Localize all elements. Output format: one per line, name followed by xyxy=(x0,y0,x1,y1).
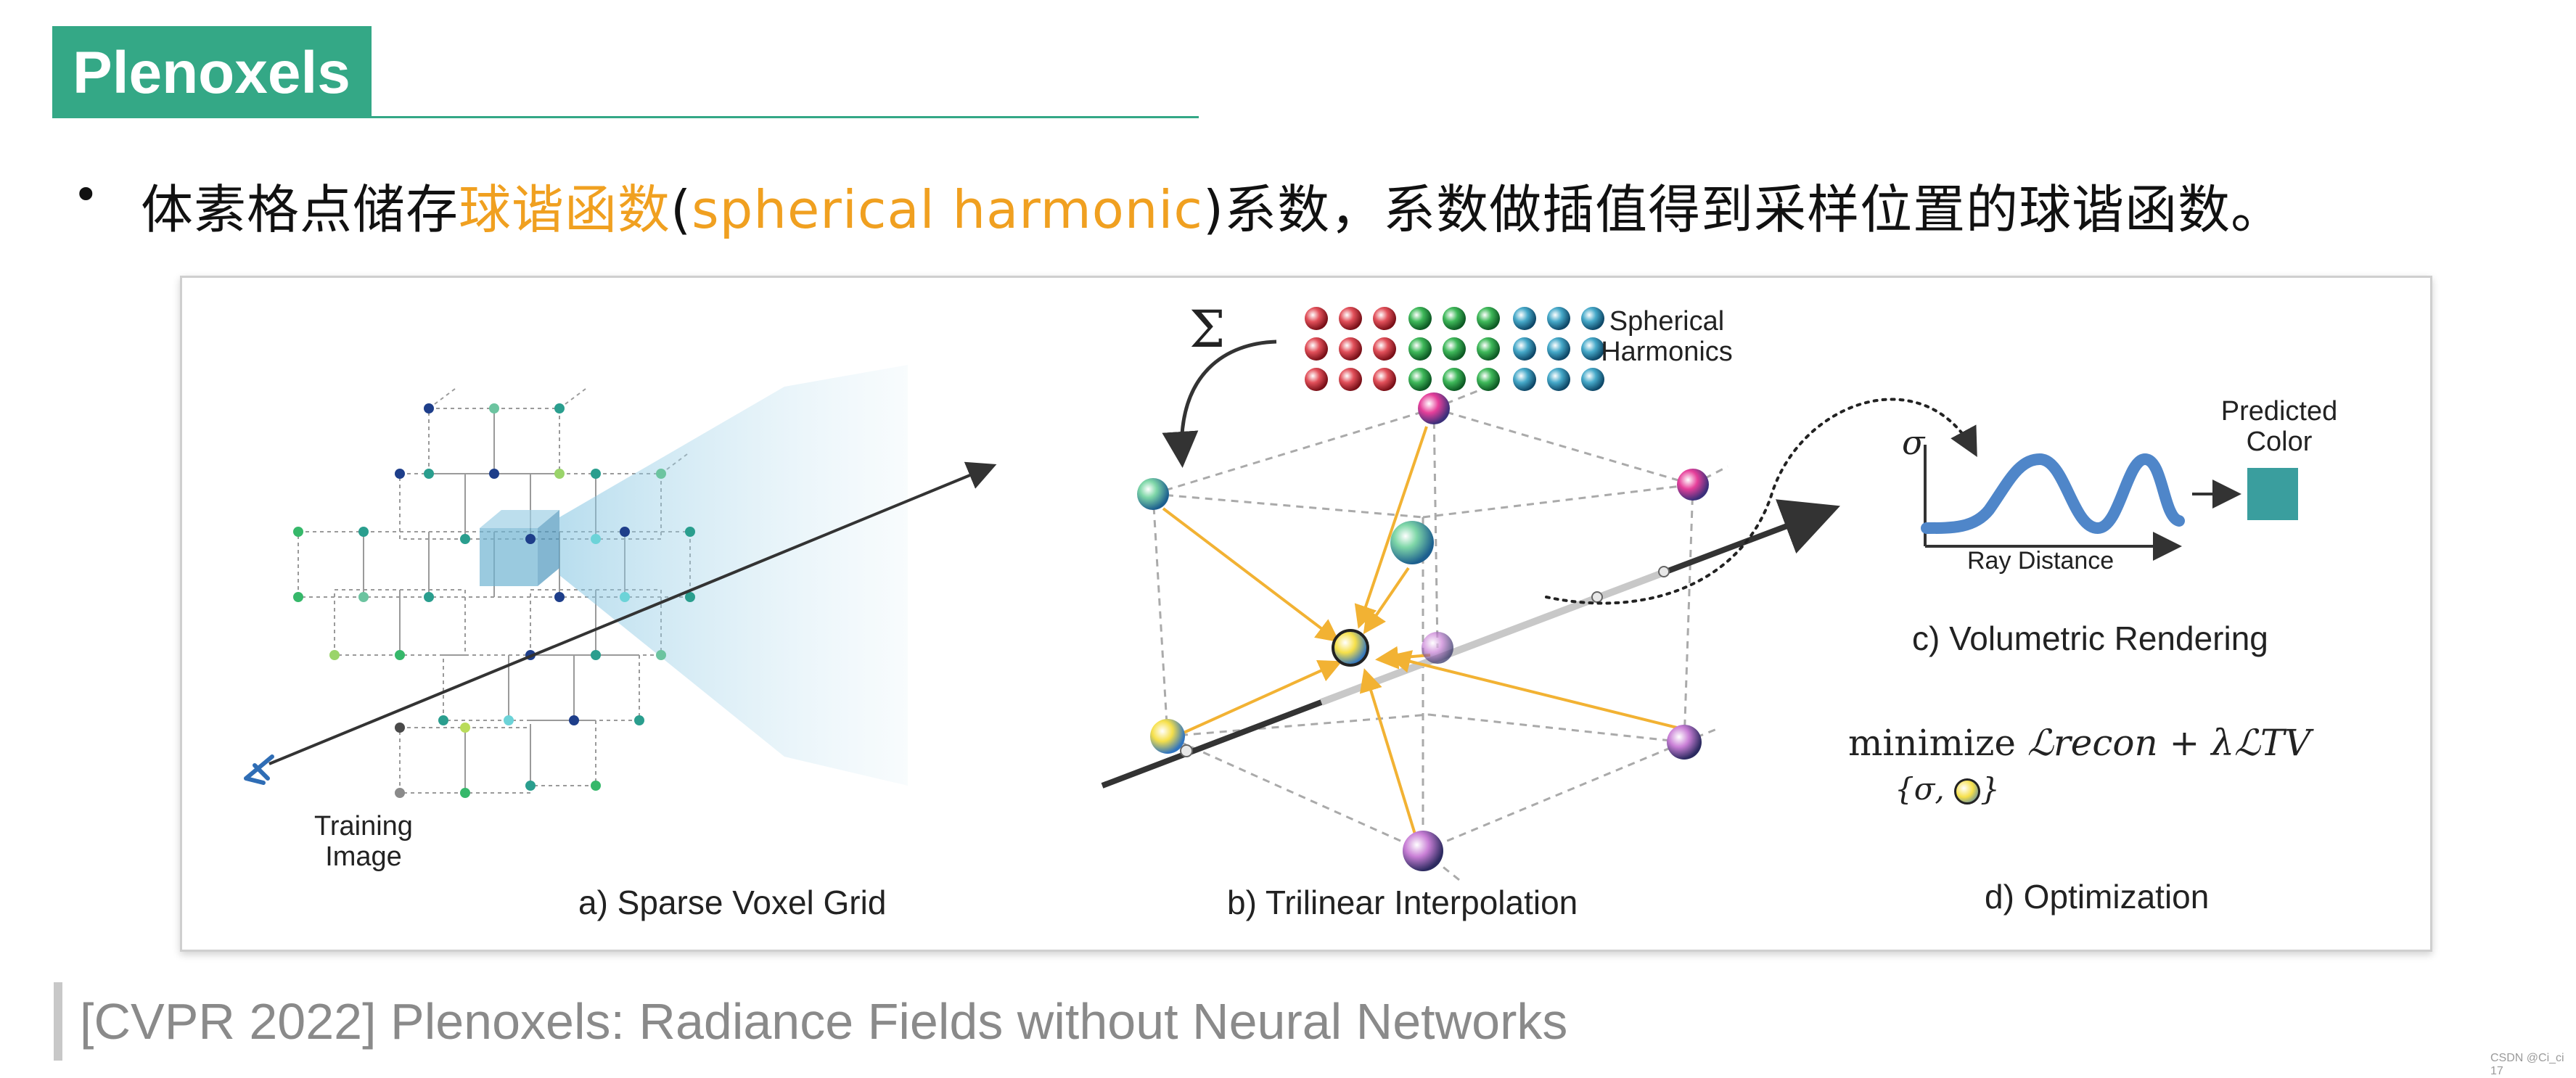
bullet-paren: ( xyxy=(670,179,692,240)
slide-title: Plenoxels xyxy=(73,40,350,106)
title-banner: Plenoxels xyxy=(52,26,372,118)
bullet-pre: 体素格点储存 xyxy=(141,179,459,240)
reference-bar xyxy=(54,982,62,1061)
figure-diagram xyxy=(244,307,2298,881)
sh-spheres xyxy=(1137,392,1709,871)
caption-optimization: d) Optimization xyxy=(1985,878,2210,916)
sigma-axis-label: σ xyxy=(1902,423,1925,462)
grid-nodes xyxy=(293,403,695,798)
bullet-text: 体素格点储存球谐函数(spherical harmonic)系数，系数做插值得到… xyxy=(141,167,2284,243)
ray-distance-label: Ray Distance xyxy=(1967,547,2114,575)
caption-trilinear-interpolation: b) Trilinear Interpolation xyxy=(1227,884,1578,921)
sum-arrow xyxy=(1162,340,1277,468)
zoom-beam xyxy=(559,365,908,786)
caption-volumetric-rendering: c) Volumetric Rendering xyxy=(1912,620,2268,657)
predicted-color-swatch xyxy=(2247,468,2298,520)
bullet-post: )系数，系数做插值得到采样位置的球谐函数。 xyxy=(1202,179,2284,240)
caption-sparse-voxel-grid: a) Sparse Voxel Grid xyxy=(578,884,887,921)
title-underline xyxy=(52,116,1199,118)
camera-icon xyxy=(244,754,274,785)
training-ray xyxy=(268,461,997,765)
sh-sphere-icon xyxy=(1954,778,1981,805)
interp-cube xyxy=(1152,385,1728,881)
interp-arrows xyxy=(1162,426,1678,837)
bullet-highlight-cn: 球谐函数 xyxy=(459,179,671,240)
highlighted-voxel xyxy=(480,510,559,586)
reference-citation: [CVPR 2022] Plenoxels: Radiance Fields w… xyxy=(80,993,1568,1050)
sh-basis-grid xyxy=(1305,307,1604,391)
watermark: CSDN @Ci_ci 17 xyxy=(2490,1052,2564,1077)
bullet-highlight-en: spherical harmonic xyxy=(692,179,1203,240)
sum-symbol: Σ xyxy=(1189,300,1226,359)
dotted-link-arrow xyxy=(1545,398,1977,605)
bullet-symbol: • xyxy=(73,168,99,221)
density-plot xyxy=(1921,445,2185,561)
loss-formula: minimize ℒrecon + λℒTV xyxy=(1848,722,2311,764)
loss-parameter-set: {σ, } xyxy=(1895,771,2000,807)
